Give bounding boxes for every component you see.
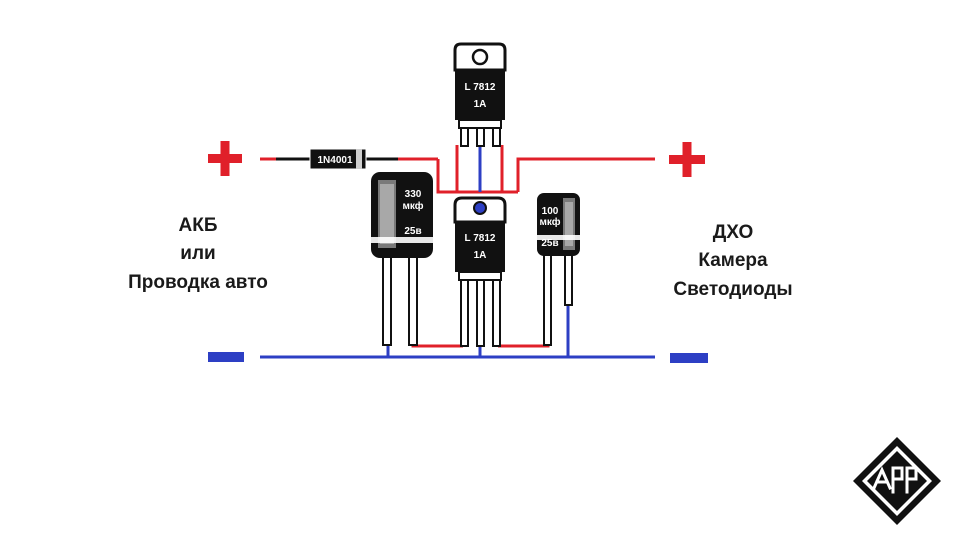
regulator-lower-current: 1A (474, 250, 487, 261)
left-label-line-2: или (180, 243, 215, 264)
capacitor-330-value: 330 (405, 189, 422, 200)
left-plus-terminal (208, 141, 242, 176)
capacitor-100-unit: мкф (539, 216, 560, 228)
right-label-line-3: Светодиоды (673, 279, 792, 300)
capacitor-330: 330 мкф 25в (371, 172, 433, 346)
regulator-lower: L 7812 1A (453, 196, 507, 347)
right-label-line-1: ДХО (713, 222, 754, 243)
regulator-upper-model: L 7812 (465, 82, 496, 93)
right-terminal-label: ДХО Камера Светодиоды (673, 222, 792, 300)
capacitor-100-voltage: 25в (541, 238, 558, 249)
right-label-line-2: Камера (698, 250, 768, 271)
diode-1n4001: 1N4001 (276, 148, 398, 170)
left-label-line-3: Проводка авто (128, 272, 268, 293)
left-minus-terminal (208, 352, 244, 362)
regulator-lower-model: L 7812 (465, 233, 496, 244)
capacitor-100: 100 мкф 25в (537, 193, 580, 346)
regulator-upper-current: 1A (474, 99, 487, 110)
mounting-hole (471, 48, 489, 66)
right-plus-terminal (669, 142, 705, 177)
capacitor-100-value: 100 (542, 206, 559, 217)
diode-label: 1N4001 (317, 155, 352, 166)
regulator-upper: L 7812 1A (453, 42, 507, 147)
diamond-monogram-logo (853, 437, 941, 525)
mounting-hole (473, 201, 487, 215)
capacitor-330-voltage: 25в (404, 226, 421, 237)
left-label-line-1: АКБ (179, 215, 218, 236)
right-minus-terminal (670, 353, 708, 363)
capacitor-330-unit: мкф (402, 200, 423, 212)
left-terminal-label: АКБ или Проводка авто (128, 215, 268, 293)
